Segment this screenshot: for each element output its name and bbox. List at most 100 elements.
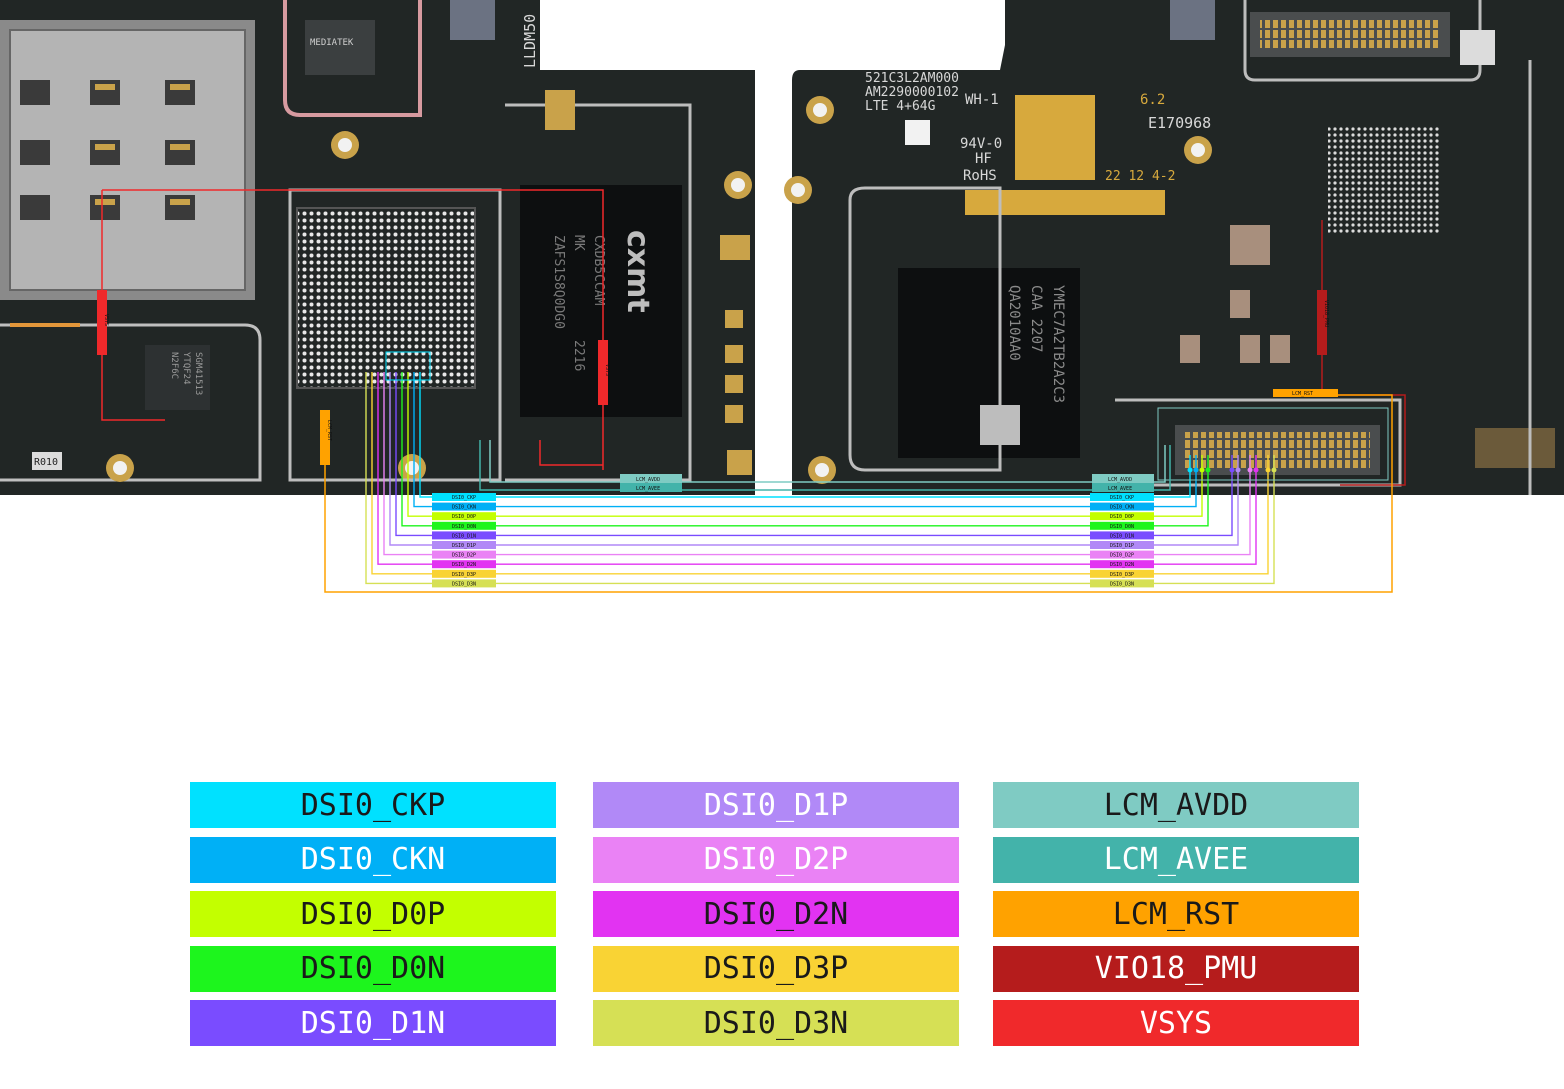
pcb-diagram: MEDIATEK cxmt CXDB5CCAM MK ZAFS1S8Q0DG0 … [0,0,1564,593]
left-small-ic-line-1: SGM41513 [193,352,203,395]
dsi-trace-dsi0-ckn [413,372,1197,508]
legend-dsi0-ckn: DSI0_CKN [190,836,556,883]
dsi-pin-dot [1193,467,1199,473]
dsi-label-box-left-dsi0_ckp [432,493,496,501]
vsys-label-left-1 [97,290,107,355]
vio18-label [1317,290,1327,355]
dsi-trace-dsi0-d0n [401,372,1209,527]
connector-pin-area [1157,407,1389,481]
pcb-mark-3: LTE 4+64G [865,99,936,114]
dsi-label-text-left-dsi0_d0p: DSI0_D0P [452,514,476,520]
dsi-label-text-left-dsi0_d2p: DSI0_D2P [452,553,476,559]
lcm-avdd-label-left [620,474,682,483]
right-emmc-line-3: YMEC7A2TB2A2C3 [1050,285,1066,403]
dsi-label-text-left-dsi0_d1n: DSI0_D1N [452,533,476,539]
dsi-label-text-right-dsi0_d1n: DSI0_D1N [1110,533,1134,539]
dsi-label-text-left-dsi0_d2n: DSI0_D2N [452,562,476,568]
dsi-trace-dsi0-ckp [419,372,1191,498]
right-emmc-line-2: CAA 2207 [1028,285,1044,352]
dsi-label-box-right-dsi0_d0p [1090,512,1154,521]
legend-dsi0-d1n: DSI0_D1N [190,1000,556,1046]
dsi-label-text-left-dsi0_d0n: DSI0_D0N [452,524,476,530]
dsi-pin-dot [1187,467,1193,473]
left-small-ic-line-2: YTQF24 [181,352,191,385]
pcb-mark-2: AM2290000102 [865,85,959,100]
dsi-trace-dsi0-d3n [365,372,1275,585]
dsi-label-text-left-dsi0_ckp: DSI0_CKP [452,495,476,501]
left-memory-line-3: ZAFS1S8Q0DG0 [551,235,566,329]
dsi-pin-dot [1205,467,1211,473]
legend-dsi0-d0n: DSI0_D0N [190,945,556,992]
dsi-label-text-right-dsi0_ckp: DSI0_CKP [1110,495,1134,501]
dsi-label-box-right-dsi0_d2p [1090,550,1154,559]
dsi-label-box-right-dsi0_d0n [1090,521,1154,530]
dsi-trace-dsi0-d1p [389,372,1239,546]
dsi-label-box-left-dsi0_ckn [432,502,496,511]
lcm-rst-text-left: LCM_RST [326,420,332,441]
legend-dsi0-d0p: DSI0_D0P [190,891,556,937]
dsi-label-box-right-dsi0_d3n [1090,579,1154,588]
right-emmc-line-1: QA2010AA0 [1006,285,1022,361]
legend-dsi0-d3p: DSI0_D3P [593,945,959,992]
legend-lcm-avdd: LCM_AVDD [993,782,1359,828]
vsys-text-left: VSYS [103,314,109,326]
dsi-pin-dot [1199,467,1205,473]
dsi-trace-dsi0-d3p [371,372,1269,575]
dsi-label-box-right-dsi0_ckn [1090,502,1154,511]
dsi-label-box-left-dsi0_d0p [432,512,496,521]
pcb-mark-7: RoHS [963,168,997,184]
left-r-label: R010 [34,457,58,468]
pcb-mark-5: 94V-0 [960,136,1002,152]
lcm-avee-label-left [620,483,682,492]
left-memory-line-4: 2216 [571,340,586,371]
dsi-pin-dot [1247,467,1253,473]
left-small-ic [145,345,210,410]
legend-lcm-rst: LCM_RST [993,891,1359,937]
dsi-label-box-right-dsi0_d1n [1090,531,1154,540]
pmic-chip [305,20,375,75]
dsi-label-box-left-dsi0_d0n [432,521,496,530]
lcm-avee-text-left: LCM_AVEE [636,486,660,492]
dsi-pin-dot [1271,467,1277,473]
dsi-label-box-right-dsi0_d2n [1090,560,1154,569]
pcb-mark-6: HF [975,151,992,167]
dsi-label-text-right-dsi0_d3n: DSI0_D3N [1110,581,1134,587]
dsi-label-box-right-dsi0_d3p [1090,569,1154,578]
dsi-label-text-right-dsi0_d1p: DSI0_D1P [1110,543,1134,549]
legend-dsi0-d2n: DSI0_D2N [593,891,959,937]
right-bga [1328,125,1440,235]
dsi-trace-dsi0-d2p [383,372,1251,556]
dsi-label-text-left-dsi0_ckn: DSI0_CKN [452,505,476,511]
dsi-trace-dsi0-d1n [395,372,1233,537]
pcb-mark-8: 6.2 [1140,92,1165,108]
dsi-pin-dot [1235,467,1241,473]
dsi-label-text-left-dsi0_d3n: DSI0_D3N [452,581,476,587]
dsi-label-box-left-dsi0_d3p [432,569,496,578]
lcm-avdd-text-left: LCM_AVDD [636,477,660,483]
dsi-trace-dsi0-d2n [377,372,1257,565]
pcb-mark-1: 521C3L2AM000 [865,71,959,86]
power-traces [97,189,1406,593]
pcb-mark-4: WH-1 [965,92,999,108]
legend-dsi0-ckp: DSI0_CKP [190,782,556,828]
lcm-rst-text-right: LCM_RST [1292,391,1313,397]
dsi-label-text-right-dsi0_d2p: DSI0_D2P [1110,553,1134,559]
dsi-trace-dsi0-d0p [407,372,1203,517]
power-trace-texts: LCM_AVDD LCM_AVEE LCM_AVDD LCM_AVEE LCM_… [103,300,1329,492]
dsi-label-box-left-dsi0_d1p [432,541,496,549]
dsi-label-box-left-dsi0_d2n [432,560,496,569]
lcm-avdd-label-right [1092,474,1154,483]
dsi-pin-dot [1229,467,1235,473]
soc-dsi-pin-area [385,351,431,381]
left-memory-brand: cxmt [620,230,655,313]
dsi-label-text-left-dsi0_d3p: DSI0_D3P [452,572,476,578]
vsys-text-right: VSYS [604,364,610,376]
vio18-text: VIO18_PMU [1323,300,1329,327]
legend-vio18-pmu: VIO18_PMU [993,945,1359,992]
dsi-label-box-right-dsi0_ckp [1090,493,1154,501]
board-id: LLDM50 [521,14,539,68]
lcm-avdd-text-right: LCM_AVDD [1108,477,1132,483]
right-board: 521C3L2AM000 AM2290000102 LTE 4+64G WH-1… [450,0,1564,495]
dsi-label-text-right-dsi0_d0p: DSI0_D0P [1110,514,1134,520]
